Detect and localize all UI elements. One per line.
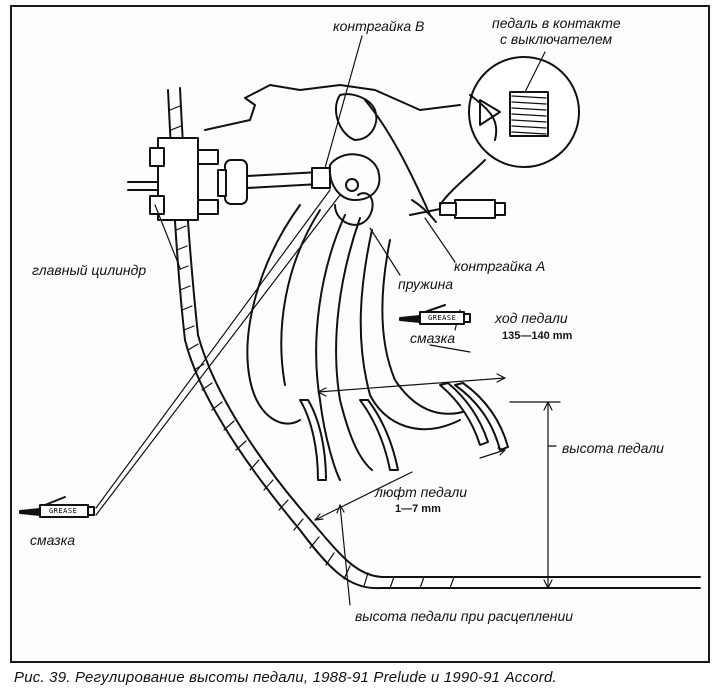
bracket-outline — [204, 84, 461, 131]
label-pedal-contact-line1: педаль в контакте — [492, 15, 621, 31]
grease-gun-left — [19, 496, 95, 518]
clevis-spring — [328, 153, 381, 226]
label-master-cylinder: главный цилиндр — [32, 262, 147, 278]
clutch-switch — [409, 199, 506, 223]
figure-caption: Рис. 39. Регулирование высоты педали, 19… — [14, 669, 557, 686]
label-locknut-a: контргайка А — [454, 258, 546, 274]
value-free-play: 1—7 mm — [395, 503, 441, 515]
pedal-pads — [299, 382, 509, 481]
label-locknut-b: контргайка В — [333, 18, 425, 34]
label-pedal-height: высота педали — [562, 440, 664, 456]
label-lubrication-left: смазка — [30, 532, 75, 548]
value-pedal-stroke: 135—140 mm — [502, 330, 573, 342]
dimension-lines — [314, 373, 561, 606]
label-free-play: люфт педали — [375, 484, 468, 500]
pedal-arms — [246, 204, 471, 481]
grease-tag-left: GREASE — [49, 507, 78, 515]
switch-detail-callout — [439, 56, 580, 206]
grease-tag-right: GREASE — [428, 314, 457, 322]
label-pedal-contact-line2: с выключателем — [500, 31, 613, 47]
master-cylinder — [127, 137, 331, 221]
grease-gun-right — [399, 304, 471, 325]
bracket-edge — [364, 99, 431, 216]
leader-lines — [95, 35, 546, 516]
label-spring: пружина — [398, 276, 454, 292]
label-lubrication-right: смазка — [410, 330, 455, 346]
label-disengage-height: высота педали при расцеплении — [355, 608, 574, 624]
pivot-bushing — [335, 93, 378, 141]
label-pedal-stroke: ход педали — [495, 310, 568, 326]
